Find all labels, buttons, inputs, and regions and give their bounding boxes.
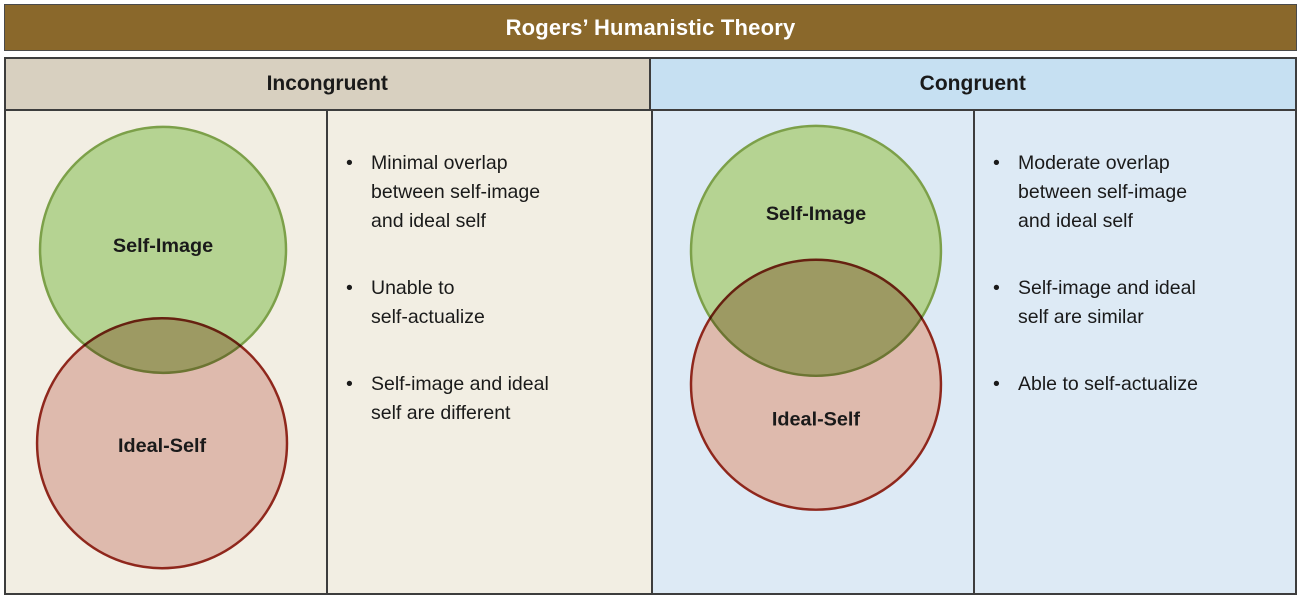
bullet-list-congruent: Moderate overlap between self-image and … [975, 111, 1295, 399]
self-image-label: Self-Image [766, 203, 866, 225]
self-image-label: Self-Image [113, 235, 213, 257]
list-item: Minimal overlap between self-image and i… [346, 149, 623, 236]
column-header-row: Incongruent Congruent [6, 59, 1295, 111]
bullet-text: Unable to self-actualize [371, 277, 485, 328]
list-item: Unable to self-actualize [346, 274, 623, 332]
venn-cell-incongruent: Self-Image Ideal-Self [6, 111, 328, 593]
column-header-congruent: Congruent [650, 59, 1295, 109]
venn-diagram-incongruent: Self-Image Ideal-Self [35, 125, 289, 570]
list-item: Able to self-actualize [993, 370, 1270, 399]
ideal-self-circle [35, 317, 289, 570]
venn-cell-congruent: Self-Image Ideal-Self [653, 111, 975, 593]
title-bar: Rogers’ Humanistic Theory [4, 4, 1297, 51]
page-title: Rogers’ Humanistic Theory [505, 14, 796, 40]
bullets-cell-incongruent: Minimal overlap between self-image and i… [328, 111, 653, 593]
bullet-text: Able to self-actualize [1018, 373, 1198, 395]
table-body: Self-Image Ideal-Self Minimal overlap be… [6, 111, 1295, 593]
list-item: Self-image and ideal self are similar [993, 274, 1270, 332]
comparison-table: Incongruent Congruent Self-Image Ideal-S… [4, 57, 1297, 595]
venn-diagram-congruent: Self-Image Ideal-Self [689, 124, 943, 511]
list-item: Moderate overlap between self-image and … [993, 149, 1270, 236]
ideal-self-label: Ideal-Self [118, 435, 207, 457]
bullet-text: Self-image and ideal self are different [371, 373, 549, 424]
column-header-incongruent: Incongruent [6, 59, 651, 109]
ideal-self-label: Ideal-Self [772, 408, 861, 430]
list-item: Self-image and ideal self are different [346, 370, 623, 428]
bullet-list-incongruent: Minimal overlap between self-image and i… [328, 111, 651, 428]
bullet-text: Self-image and ideal self are similar [1018, 277, 1196, 328]
bullets-cell-congruent: Moderate overlap between self-image and … [975, 111, 1295, 593]
bullet-text: Moderate overlap between self-image and … [1018, 152, 1188, 232]
bullet-text: Minimal overlap between self-image and i… [371, 152, 541, 232]
ideal-self-circle [689, 258, 943, 511]
